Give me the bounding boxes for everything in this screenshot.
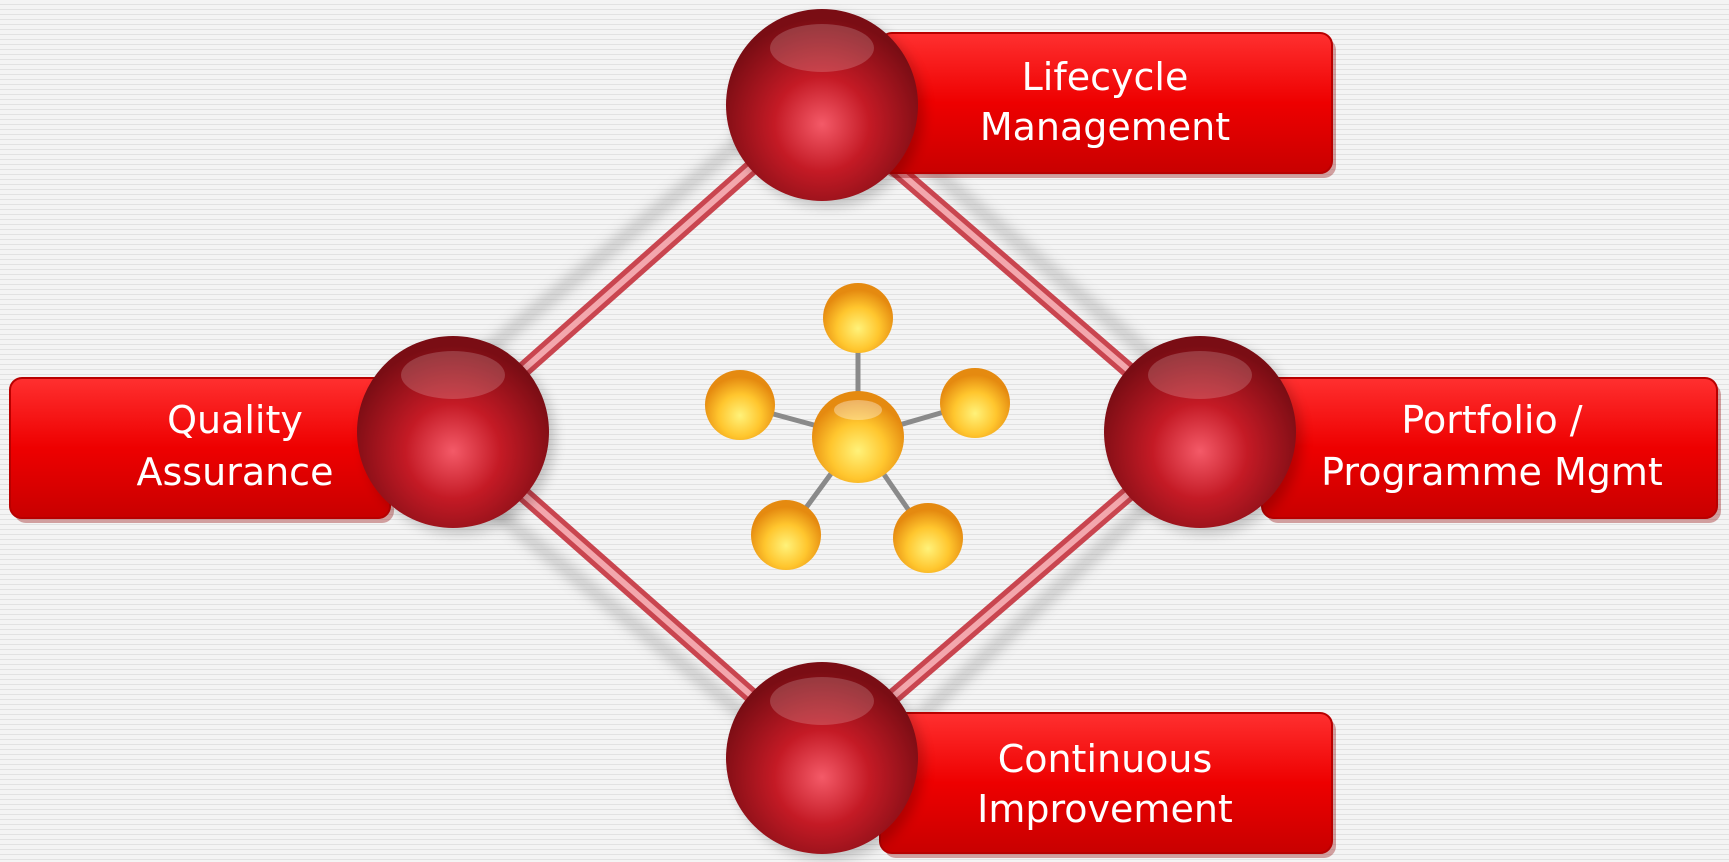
node-sphere-top (726, 9, 924, 207)
label-right-line1: Portfolio / (1401, 398, 1582, 442)
label-top-line2: Management (980, 105, 1230, 149)
node-sphere-bottom (726, 662, 924, 860)
hub-node-bottom-right (893, 503, 963, 573)
hub-node-top (823, 283, 893, 353)
label-box-bottom: Continuous Improvement (879, 712, 1336, 858)
network-hub-icon (705, 283, 1010, 573)
label-bottom-line2: Improvement (977, 787, 1233, 831)
hub-node-left (705, 370, 775, 440)
label-top-line1: Lifecycle (1022, 55, 1189, 99)
label-box-right: Portfolio / Programme Mgmt (1261, 377, 1721, 523)
hub-node-bottom-left (751, 500, 821, 570)
hub-node-center (812, 391, 904, 483)
label-box-left: Quality Assurance (9, 377, 394, 523)
node-sphere-left (357, 336, 555, 534)
label-left-line2: Assurance (137, 450, 334, 494)
node-sphere-right (1104, 336, 1302, 534)
label-right-line2: Programme Mgmt (1321, 450, 1663, 494)
label-left-line1: Quality (167, 398, 303, 442)
label-box-top: Lifecycle Management (879, 32, 1336, 178)
label-bottom-line1: Continuous (998, 737, 1213, 781)
hub-node-right (940, 368, 1010, 438)
